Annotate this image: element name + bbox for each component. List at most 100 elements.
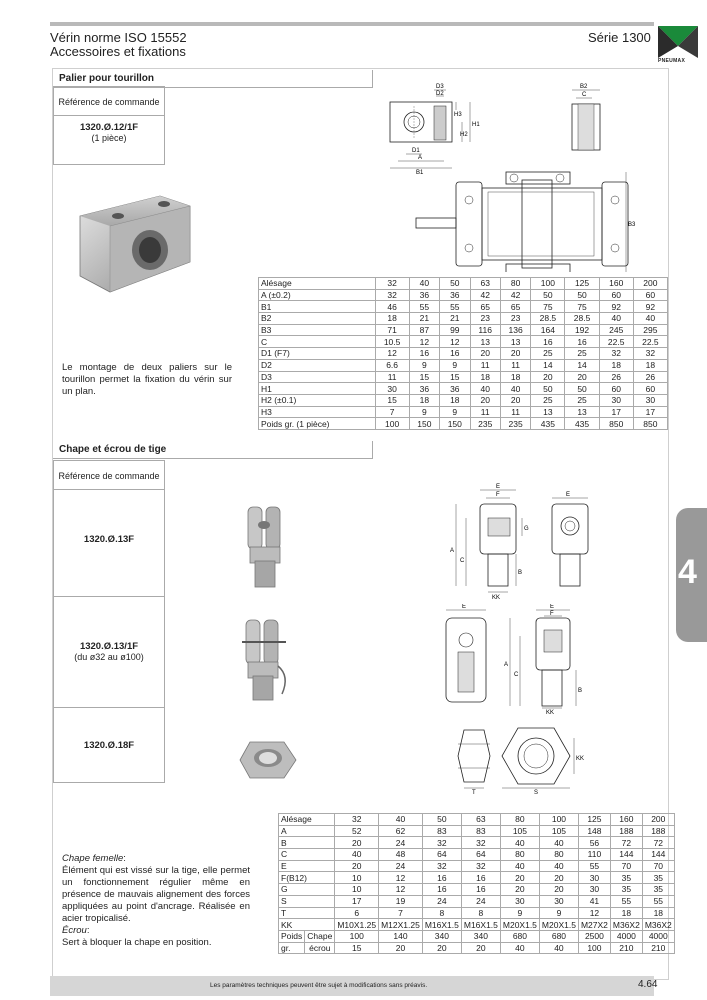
table-cell: 8 bbox=[460, 906, 501, 920]
table-cell: M27X2 bbox=[577, 918, 611, 931]
table-cell: 435 bbox=[530, 417, 566, 430]
table-cell: 105 bbox=[499, 824, 540, 838]
table-cell: 16 bbox=[530, 335, 566, 349]
table-cell: 42 bbox=[469, 288, 501, 302]
table-cell: 40 bbox=[499, 382, 532, 395]
table-cell: 30 bbox=[577, 871, 611, 885]
table-cell: 148 bbox=[577, 824, 611, 838]
table-cell: 83 bbox=[421, 824, 462, 838]
header-bar bbox=[50, 22, 654, 26]
table-cell: 125 bbox=[564, 277, 600, 290]
table-cell: M20X1.5 bbox=[538, 918, 579, 931]
table-cell: 50 bbox=[564, 288, 600, 302]
table-cell: 32 bbox=[598, 347, 634, 360]
table-cell: 30 bbox=[598, 393, 634, 407]
palier-photo bbox=[79, 195, 191, 293]
table-cell: 11 bbox=[469, 358, 501, 372]
dim-label: A bbox=[418, 155, 422, 161]
table-cell: 63 bbox=[460, 813, 501, 826]
table-cell: 12 bbox=[408, 335, 441, 349]
table-cell: 25 bbox=[564, 347, 600, 360]
ref-header-text: Référence de commande bbox=[58, 97, 160, 107]
table-cell: 65 bbox=[499, 300, 532, 314]
table-cell: 20 bbox=[469, 347, 501, 360]
table-cell: 75 bbox=[564, 300, 600, 314]
table-cell: 13 bbox=[564, 405, 600, 419]
table-cell: 40 bbox=[538, 859, 579, 873]
table-cell: 10 bbox=[334, 883, 380, 896]
ecrou-photo bbox=[239, 741, 297, 779]
dim-label: S bbox=[534, 790, 538, 796]
table-cell: M10X1.25 bbox=[334, 918, 380, 931]
page-title: Vérin norme ISO 15552 bbox=[50, 30, 187, 45]
chape-clip-photo bbox=[242, 619, 286, 701]
table-cell: 20 bbox=[499, 347, 532, 360]
table-cell: C bbox=[277, 848, 336, 861]
table-cell: 32 bbox=[460, 859, 501, 873]
ref-header-text: Référence de commande bbox=[58, 471, 160, 481]
table-cell: M20X1.5 bbox=[499, 918, 540, 931]
table-cell: 32 bbox=[374, 288, 410, 302]
table-cell: 18 bbox=[609, 906, 643, 920]
table-cell: 188 bbox=[609, 824, 643, 838]
chapter-tab[interactable] bbox=[676, 508, 707, 642]
dim-label: H2 bbox=[460, 132, 468, 138]
table-cell: 80 bbox=[499, 813, 540, 826]
table-cell: 8 bbox=[421, 906, 462, 920]
table-cell: 20 bbox=[499, 393, 532, 407]
table-cell: 2500 bbox=[577, 929, 611, 943]
table-cell: 20 bbox=[460, 941, 501, 955]
table-cell: 11 bbox=[469, 405, 501, 419]
ecrou-text: Sert à bloquer la chape en position. bbox=[62, 937, 212, 948]
dim-label: KK bbox=[576, 756, 584, 762]
table-cell: 18 bbox=[632, 358, 669, 372]
ref-sub: (1 pièce) bbox=[91, 133, 127, 143]
dim-label: T bbox=[472, 790, 476, 796]
footer-note: Les paramètres techniques peuvent être s… bbox=[210, 982, 428, 989]
table-cell: 46 bbox=[374, 300, 410, 314]
pneumax-logo bbox=[658, 26, 698, 58]
table-cell: 20 bbox=[334, 836, 380, 850]
table-cell: 35 bbox=[641, 883, 675, 896]
table-cell: 192 bbox=[564, 323, 600, 337]
table-cell: 40 bbox=[632, 312, 669, 325]
table-cell: 75 bbox=[530, 300, 566, 314]
table-cell: 18 bbox=[641, 906, 675, 920]
table-cell: 35 bbox=[641, 871, 675, 885]
table-cell: 340 bbox=[421, 929, 462, 943]
table-cell: 40 bbox=[378, 813, 423, 826]
table-cell: 20 bbox=[530, 370, 566, 384]
table-cell: 20 bbox=[378, 941, 423, 955]
section-heading-text: Palier pour tourillon bbox=[59, 73, 155, 84]
table-cell: 40 bbox=[598, 312, 634, 325]
table-cell: 6.6 bbox=[374, 358, 410, 372]
section-heading-palier: Palier pour tourillon bbox=[53, 70, 373, 88]
table-cell: 340 bbox=[460, 929, 501, 943]
table-cell: Alésage bbox=[277, 813, 336, 826]
footer-bar bbox=[50, 976, 654, 996]
ref-code: 1320.Ø.13F bbox=[83, 534, 135, 545]
table-cell: 60 bbox=[632, 382, 669, 395]
table-cell: 850 bbox=[598, 417, 634, 430]
table-cell: 150 bbox=[439, 417, 471, 430]
table-cell: 6 bbox=[334, 906, 380, 920]
ecrou-drawing: T S KK bbox=[457, 727, 584, 796]
table-cell: 24 bbox=[460, 894, 501, 908]
section-heading-text: Chape et écrou de tige bbox=[59, 444, 167, 455]
dim-label: F bbox=[496, 492, 500, 498]
table-cell: 50 bbox=[530, 288, 566, 302]
table-cell: 36 bbox=[408, 288, 441, 302]
table-cell: 21 bbox=[439, 312, 471, 325]
table-cell: D1 (F7) bbox=[258, 347, 376, 360]
table-cell: 15 bbox=[374, 393, 410, 407]
ref-header: Référence de commande bbox=[53, 86, 165, 116]
table-cell: 80 bbox=[499, 848, 540, 861]
table-cell: M36X2 bbox=[609, 918, 643, 931]
